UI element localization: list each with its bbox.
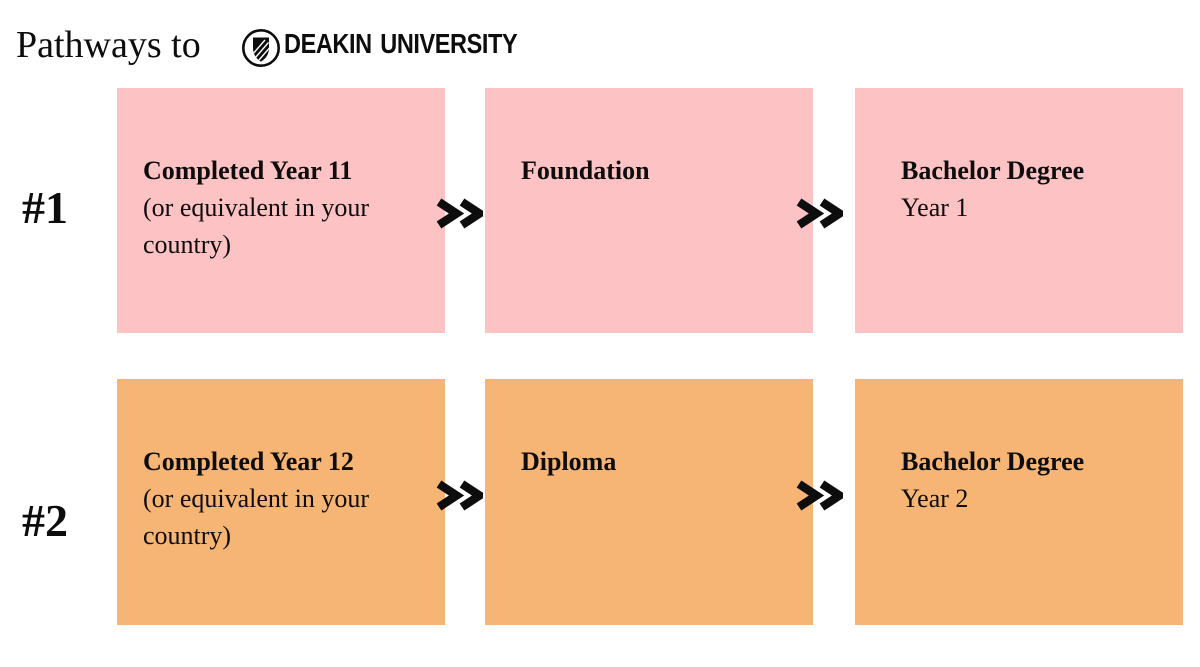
brand-name: DEAKIN UNIVERSITY bbox=[284, 28, 518, 59]
pathway-1-label: #1 bbox=[22, 182, 68, 233]
step-subtext: Year 2 bbox=[901, 484, 969, 513]
step-heading: Diploma bbox=[521, 447, 617, 476]
step-heading: Completed Year 11 bbox=[143, 156, 353, 185]
step-heading: Foundation bbox=[521, 156, 650, 185]
pathway-2-label: #2 bbox=[22, 495, 68, 546]
page-title: Pathways to bbox=[16, 24, 201, 66]
step-heading: Bachelor Degree bbox=[901, 447, 1085, 476]
step-subtext: (or equivalent in your country) bbox=[143, 484, 369, 550]
double-chevron-right-icon bbox=[436, 198, 483, 229]
step-heading: Completed Year 12 bbox=[143, 447, 354, 476]
step-subtext: Year 1 bbox=[901, 193, 969, 222]
double-chevron-right-icon bbox=[796, 480, 843, 511]
step-heading: Bachelor Degree bbox=[901, 156, 1085, 185]
double-chevron-right-icon bbox=[796, 198, 843, 229]
pathway-step-box: Completed Year 11 (or equivalent in your… bbox=[117, 88, 445, 333]
pathway-step-box: Diploma bbox=[485, 379, 813, 625]
deakin-logo-icon bbox=[241, 28, 281, 68]
pathway-step-box: Foundation bbox=[485, 88, 813, 333]
pathway-step-box: Bachelor Degree Year 1 bbox=[855, 88, 1183, 333]
double-chevron-right-icon bbox=[436, 480, 483, 511]
step-subtext: (or equivalent in your country) bbox=[143, 193, 369, 259]
pathway-step-box: Completed Year 12 (or equivalent in your… bbox=[117, 379, 445, 625]
pathway-step-box: Bachelor Degree Year 2 bbox=[855, 379, 1183, 625]
